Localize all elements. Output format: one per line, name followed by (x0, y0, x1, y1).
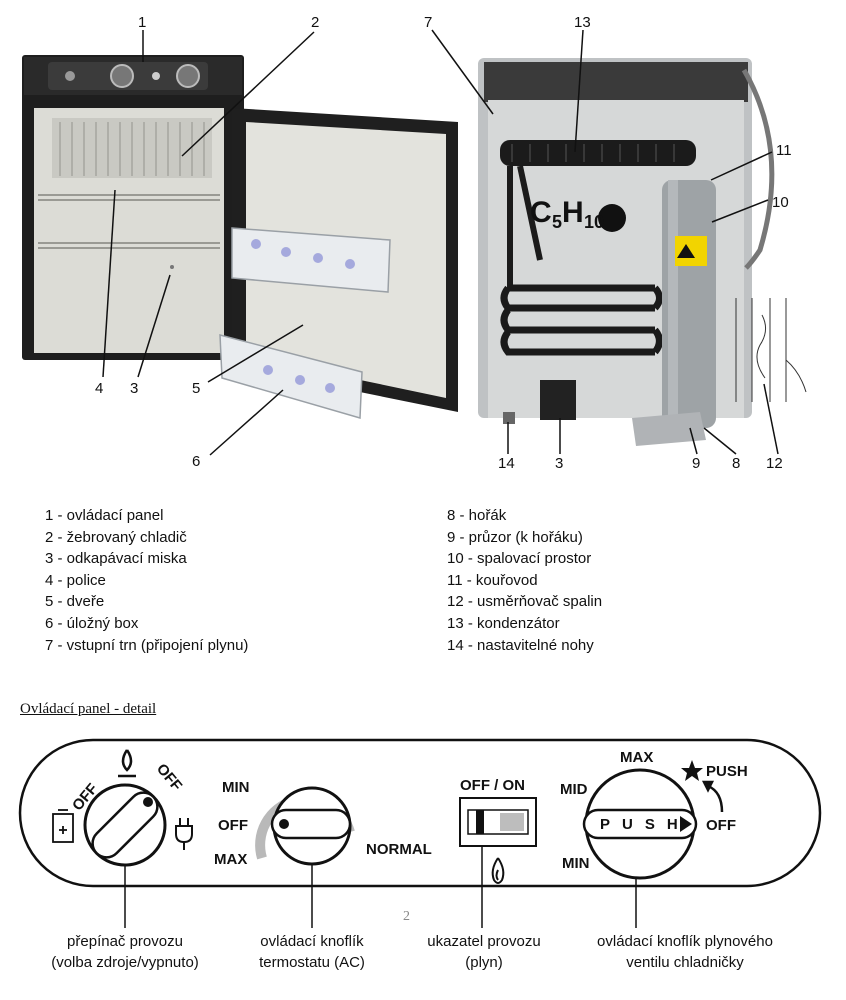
thermostat-off-label: OFF (218, 817, 248, 834)
formula-5: 5 (552, 212, 562, 232)
callout-number: 11 (776, 142, 792, 159)
callout-number: 3 (130, 380, 139, 397)
caption-indicator: ukazatel provozu (plyn) (427, 933, 541, 971)
callout-number: 10 (772, 194, 789, 211)
gas-knob-text: PUSH (600, 816, 690, 833)
legend-item: 13 - kondenzátor (447, 614, 560, 632)
caption-leader-lines (124, 846, 637, 928)
legend-item: 14 - nastavitelné nohy (447, 636, 594, 654)
legend-item: 3 - odkapávací miska (45, 550, 187, 568)
gas-min-label: MIN (562, 855, 590, 872)
formula-h: H (562, 196, 584, 229)
selector-knob (83, 783, 167, 867)
battery-icon (52, 809, 74, 843)
callout-number: 1 (138, 14, 147, 31)
fridge-front-photo: C 5 H 10 (22, 29, 807, 456)
legend-right: 8 - hořák 9 - průzor (k hořáku) 10 - spa… (447, 505, 602, 656)
indicator-window (459, 797, 537, 847)
control-panel-diagram: OFF OFF MIN OFF MAX NORMAL OFF / ON PUSH… (18, 738, 822, 928)
section-title: Ovládací panel - detail (20, 701, 157, 717)
flame-icon (118, 749, 136, 778)
callout-leader-lines (102, 29, 779, 456)
callout-number: 13 (574, 14, 591, 31)
callout-number: 7 (424, 14, 433, 31)
callout-number: 9 (692, 455, 701, 472)
push-arrow-icon (701, 780, 724, 813)
callout-number: 5 (192, 380, 201, 397)
callout-number: 6 (192, 453, 201, 470)
legend-item: 6 - úložný box (45, 614, 139, 632)
caption-selector: přepínač provozu (volba zdroje/vypnuto) (51, 933, 199, 971)
thermostat-knob (255, 786, 355, 866)
formula-10: 10 (584, 212, 604, 232)
callout-number: 3 (555, 455, 564, 472)
callout-number: 4 (95, 380, 104, 397)
callout-number: 14 (498, 455, 515, 472)
legend-item: 9 - průzor (k hořáku) (447, 528, 583, 546)
formula-c: C (530, 196, 552, 229)
thermostat-min-label: MIN (222, 779, 250, 796)
legend-item: 7 - vstupní trn (připojení plynu) (45, 636, 249, 654)
indicator-label: OFF / ON (460, 777, 525, 794)
gas-push-label: PUSH (706, 763, 748, 780)
gas-flame-icon (491, 857, 505, 884)
gas-max-label: MAX (620, 749, 653, 766)
callout-number: 8 (732, 455, 741, 472)
thermostat-max-label: MAX (214, 851, 247, 868)
plug-icon (175, 818, 193, 850)
thermostat-normal-label: NORMAL (366, 841, 432, 858)
legend-item: 10 - spalovací prostor (447, 550, 592, 568)
callout-number: 12 (766, 455, 783, 472)
gas-off-label: OFF (706, 817, 736, 834)
legend-item: 11 - kouřovod (447, 571, 538, 589)
gas-mid-label: MID (560, 781, 588, 798)
legend-item: 2 - žebrovaný chladič (45, 528, 187, 546)
caption-thermostat: ovládací knoflík termostatu (AC) (259, 933, 365, 971)
legend-item: 8 - hořák (447, 507, 507, 524)
callout-number: 2 (311, 14, 320, 31)
legend-left: 1 - ovládací panel 2 - žebrovaný chladič… (45, 505, 248, 656)
legend-item: 12 - usměrňovač spalin (447, 593, 603, 611)
legend-item: 1 - ovládací panel (45, 507, 164, 524)
caption-gas-valve: ovládací knoflík plynového ventilu chlad… (597, 933, 773, 971)
star-icon (681, 760, 703, 781)
gas-valve-knob (582, 768, 698, 880)
page-number: 2 (403, 909, 410, 924)
legend-item: 4 - police (45, 571, 106, 589)
legend-item: 5 - dveře (45, 593, 105, 611)
